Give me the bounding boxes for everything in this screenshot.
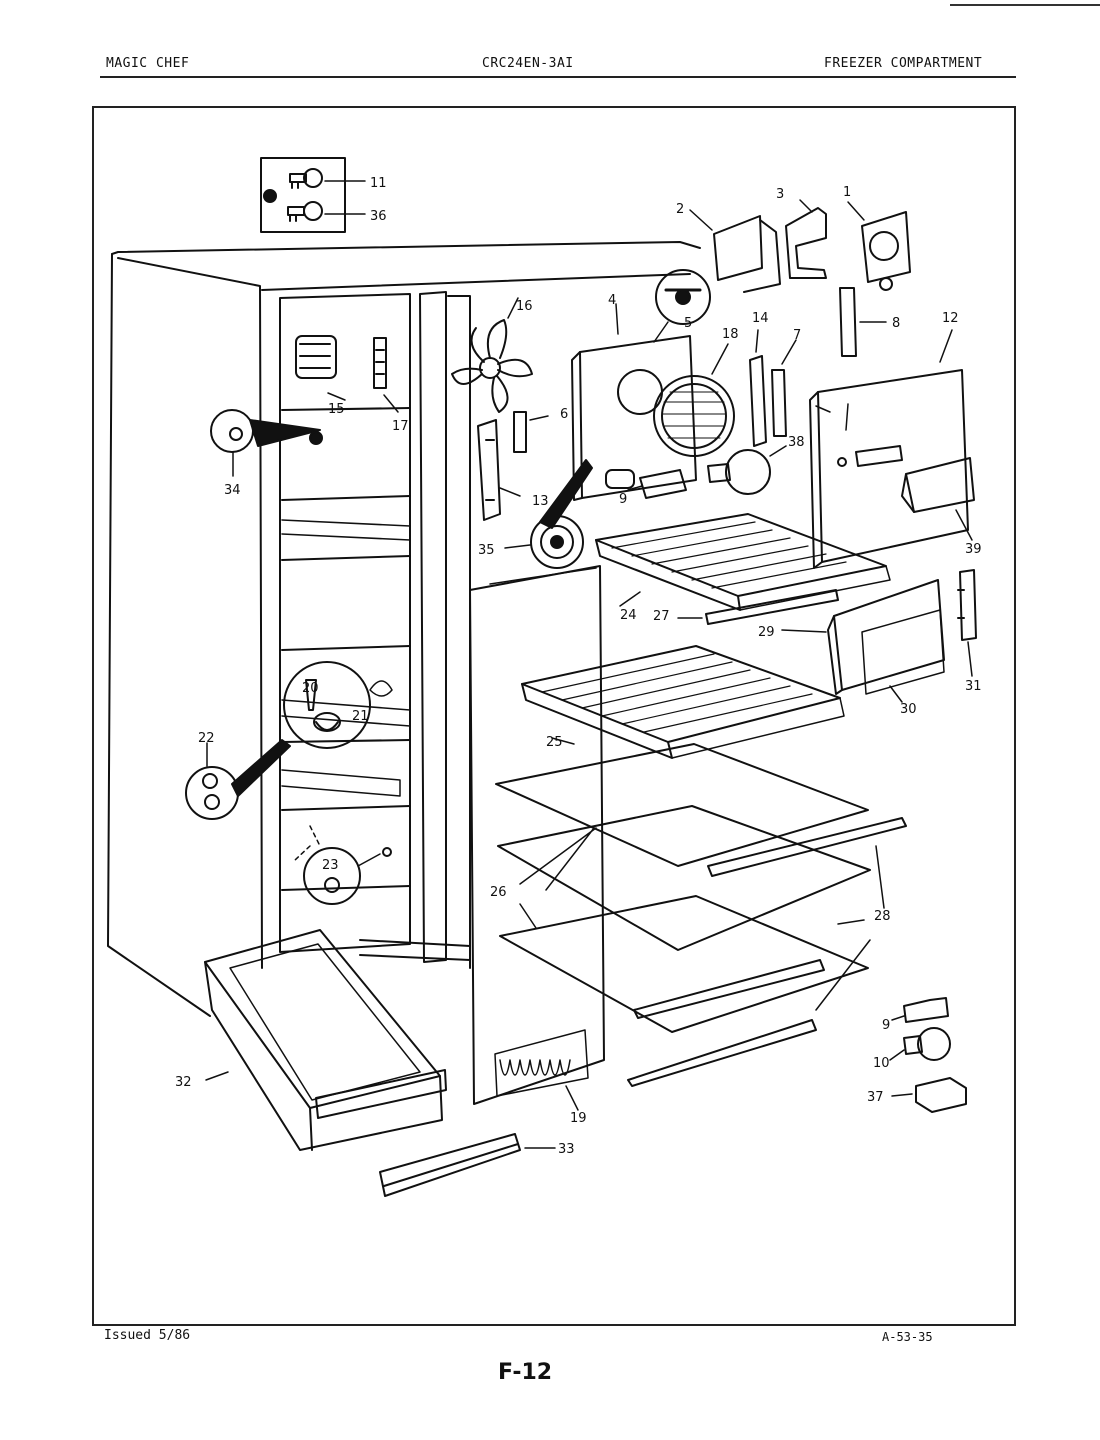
light-socket-9: [627, 469, 687, 499]
shelf-trim-27: [677, 589, 839, 625]
callout-22: 22: [198, 731, 215, 746]
callout-32: 32: [175, 1075, 192, 1090]
callout-4: 4: [608, 293, 616, 308]
callout-25: 25: [546, 735, 563, 750]
callout-2: 2: [676, 202, 684, 217]
callout-39: 39: [965, 542, 982, 557]
callout-24: 24: [620, 608, 637, 623]
callout-28: 28: [874, 909, 891, 924]
callout-30: 30: [900, 702, 917, 717]
header-model-number: CRC24EN-3AI: [482, 56, 574, 71]
header-rule: [100, 76, 1016, 78]
upper-shelf-24: [595, 513, 891, 611]
callout-12: 12: [942, 311, 959, 326]
callout-17: 17: [392, 419, 409, 434]
cover-strip-8: [839, 287, 887, 357]
callout-7: 7: [793, 328, 801, 343]
back-panel-19: [469, 565, 605, 1111]
terminal-block: [373, 337, 399, 413]
divider-cover-12: [809, 329, 969, 569]
lamp-housing-1: [847, 201, 911, 291]
callout-9: 9: [619, 492, 627, 507]
switch-7: [771, 339, 797, 437]
shelf-strips-28: [627, 817, 907, 1087]
callout-11: 11: [370, 176, 387, 191]
callout-29: 29: [758, 625, 775, 640]
header-brand: MAGIC CHEF: [106, 56, 190, 71]
callout-36: 36: [370, 209, 387, 224]
callout-18: 18: [722, 327, 739, 342]
callout-20: 20: [302, 681, 319, 696]
callout-34: 34: [224, 483, 241, 498]
page-number: F-12: [498, 1360, 553, 1385]
spacer-6: [513, 411, 549, 453]
callout-31: 31: [965, 679, 982, 694]
bracket-2: [689, 209, 781, 293]
fan-blade-16: [451, 297, 533, 413]
lower-shelf-25: [521, 645, 845, 759]
defrost-timer: [295, 335, 346, 401]
callout-26: 26: [490, 885, 507, 900]
cap-detail-22: [185, 739, 291, 820]
callout-21: 21: [352, 709, 369, 724]
spare-socket-9: [891, 997, 949, 1023]
grommet-35: [504, 459, 593, 569]
trim-strip-33: [379, 1133, 556, 1197]
callout-33: 33: [558, 1142, 575, 1157]
document-id: A-53-35: [882, 1330, 933, 1344]
callout-27: 27: [653, 609, 670, 624]
clip-3: [785, 199, 827, 279]
handle-39: [901, 457, 975, 541]
diagram-frame: [92, 106, 1016, 1326]
callout-5: 5: [684, 316, 692, 331]
bracket-13: [477, 419, 521, 521]
plug-detail-23: [294, 825, 392, 905]
callout-38: 38: [788, 435, 805, 450]
key-inset: [260, 157, 366, 233]
fan-grille-18: [653, 343, 735, 457]
ice-bin-30: [781, 579, 945, 703]
callout-16: 16: [516, 299, 533, 314]
callout-15: 15: [328, 402, 345, 417]
callout-19: 19: [570, 1111, 587, 1126]
callout-14: 14: [752, 311, 769, 326]
header-section-title: FREEZER COMPARTMENT: [824, 56, 983, 71]
callout-1: 1: [843, 185, 851, 200]
callout-13: 13: [532, 494, 549, 509]
callout-23: 23: [322, 858, 339, 873]
callout-10: 10: [873, 1056, 890, 1071]
fan-motor-5: [653, 269, 711, 343]
callout-8: 8: [892, 316, 900, 331]
spare-bulb-10: [889, 1027, 951, 1061]
corner-rule: [950, 4, 1100, 6]
glass-shelves-26: [495, 743, 871, 1033]
light-cover-37: [891, 1077, 967, 1113]
light-bracket-14: [749, 329, 767, 447]
freezer-basket-32: [204, 929, 447, 1151]
cam-wheel-34: [210, 409, 323, 477]
shelf-support-detail: [283, 661, 393, 749]
hinge-31: [957, 569, 977, 677]
callout-3: 3: [776, 187, 784, 202]
callout-6: 6: [560, 407, 568, 422]
callout-35: 35: [478, 543, 495, 558]
freezer-cabinet: [107, 241, 701, 1017]
callout-37: 37: [867, 1090, 884, 1105]
light-bulb-38: [707, 445, 787, 495]
callout-labels: 1 2 3 4 5 6 7 8 9 9 10 11 12 13 14 15 16…: [175, 176, 982, 1157]
callout-9-spare: 9: [882, 1018, 890, 1033]
issue-date: Issued 5/86: [104, 1328, 191, 1343]
